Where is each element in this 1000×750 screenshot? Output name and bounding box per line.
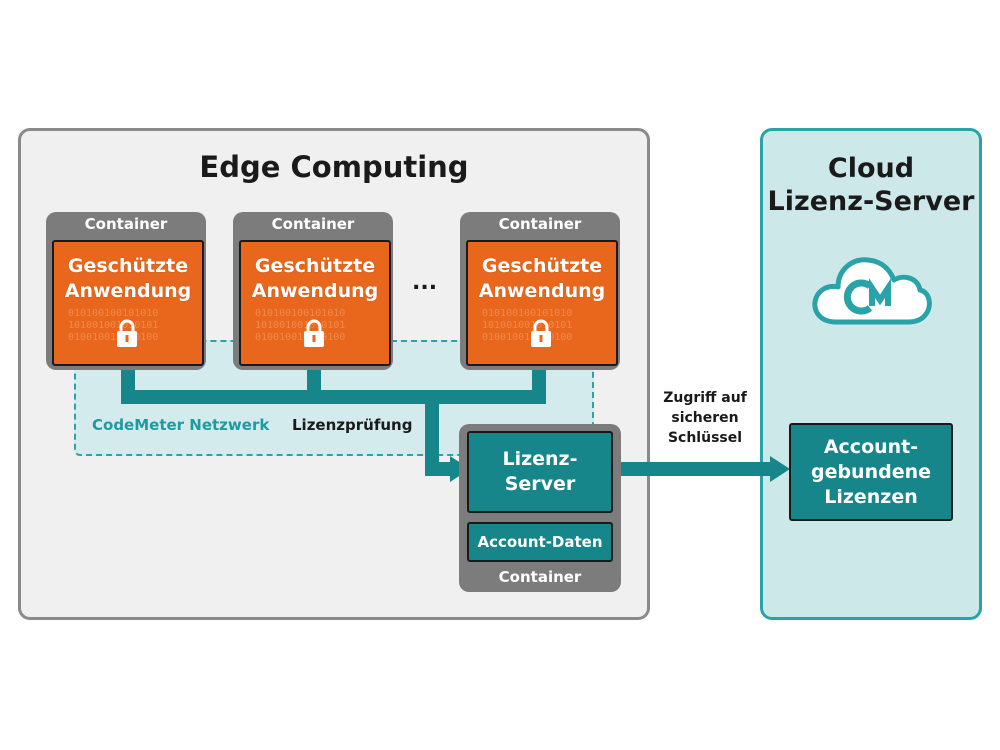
protected-application-label: Geschützte Anwendung [54, 254, 202, 304]
app-label-line-1: Geschützte [481, 255, 603, 277]
lock-icon [117, 319, 137, 347]
container-label: Container [271, 215, 355, 233]
codemeter-network-label: CodeMeter Netzwerk [92, 416, 270, 434]
cloud-license-server-panel [760, 128, 982, 620]
cloud-title: Cloud Lizenz-Server [760, 152, 982, 218]
connector-bus [121, 390, 546, 404]
app-label-line-2: Anwendung [478, 280, 606, 302]
license-server-label-line-1: Lizenz- [502, 448, 578, 470]
licenses-label-line-3: Lizenzen [824, 486, 918, 508]
account-data-box: Account-Daten [467, 522, 613, 562]
container-app-2: Container 010100100101010 10100100101010… [233, 212, 393, 370]
edge-computing-title: Edge Computing [199, 150, 469, 184]
protected-application-box: 010100100101010 101001001010101 01001001… [239, 240, 391, 366]
binary-pattern-decoration: 010100100101010 101001001010101 01001001… [68, 308, 159, 343]
container-app-3: Container 010100100101010 10100100101010… [460, 212, 620, 370]
connector-to-server [425, 462, 453, 476]
access-label-line-2: sicheren [671, 410, 739, 426]
server-container-label: Container [498, 568, 582, 586]
account-bound-licenses-box: Account- gebundene Lizenzen [789, 423, 953, 521]
secure-key-access-label: Zugriff auf sicheren Schlüssel [650, 388, 760, 448]
license-server-box: Lizenz- Server [467, 431, 613, 513]
container-label: Container [498, 215, 582, 233]
binary-pattern-decoration: 010100100101010 101001001010101 01001001… [482, 308, 573, 343]
lock-icon [304, 319, 324, 347]
access-label-line-3: Schlüssel [667, 430, 743, 446]
protected-application-box: 010100100101010 101001001010101 01001001… [52, 240, 204, 366]
app-label-line-1: Geschützte [67, 255, 189, 277]
app-label-line-2: Anwendung [64, 280, 192, 302]
connector-arrow-cloud [770, 456, 790, 482]
connector-down [425, 390, 439, 476]
app-label-line-1: Geschützte [254, 255, 376, 277]
access-label-line-1: Zugriff auf [663, 390, 747, 406]
licenses-label-line-1: Account- [823, 436, 919, 458]
protected-application-box: 010100100101010 101001001010101 01001001… [466, 240, 618, 366]
lock-icon [531, 319, 551, 347]
license-server-label-line-2: Server [504, 473, 576, 495]
cloud-title-line-1: Cloud [827, 153, 915, 184]
license-check-label: Lizenzprüfung [292, 416, 413, 434]
licenses-label-line-2: gebundene [810, 461, 932, 483]
container-app-1: Container 010100100101010 10100100101010… [46, 212, 206, 370]
cloud-title-line-2: Lizenz-Server [767, 186, 975, 217]
protected-application-label: Geschützte Anwendung [241, 254, 389, 304]
more-containers-ellipsis: ... [412, 270, 438, 295]
app-label-line-2: Anwendung [251, 280, 379, 302]
container-label: Container [84, 215, 168, 233]
connector-server-cloud [613, 462, 773, 476]
protected-application-label: Geschützte Anwendung [468, 254, 616, 304]
binary-pattern-decoration: 010100100101010 101001001010101 01001001… [255, 308, 346, 343]
cloud-codemeter-icon [812, 257, 932, 325]
